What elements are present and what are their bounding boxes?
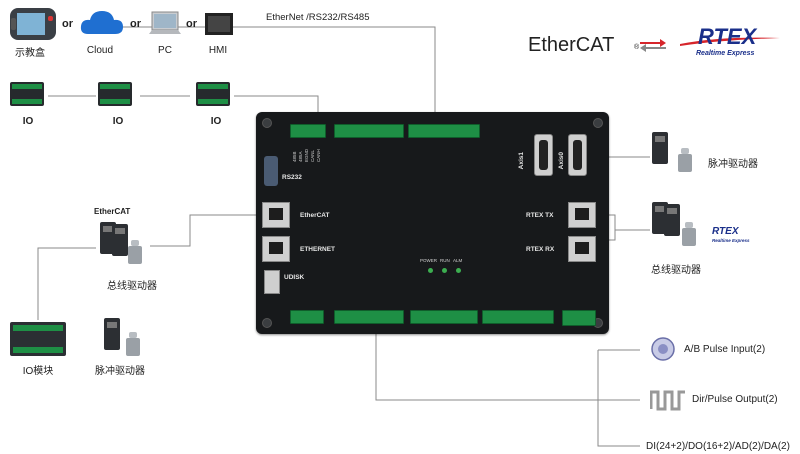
rs485-can-terminal: [290, 124, 326, 138]
axis0-label: Axis0: [558, 152, 565, 170]
rs232-label: RS232: [282, 174, 302, 181]
pc-label: PC: [158, 45, 172, 56]
udisk-label: UDISK: [284, 274, 305, 281]
right-bus-driver-label: 总线驱动器: [651, 265, 701, 276]
ethernet-port-label: ETHERNET: [300, 246, 336, 253]
or-label-1: or: [62, 18, 73, 30]
input-terminal-b: [410, 310, 478, 324]
axis0-connector[interactable]: [568, 134, 587, 176]
axis1-connector[interactable]: [534, 134, 553, 176]
ethercat-port-label: EtherCAT: [300, 212, 330, 219]
dir-pulse-label: Dir/Pulse Output(2): [692, 394, 778, 405]
led-alm-label: ALM: [453, 258, 463, 263]
ethercat-arrows-icon: [640, 39, 666, 52]
rtex-tx-label: RTEX TX: [526, 212, 554, 219]
rtex-tx-port[interactable]: [568, 202, 596, 228]
rtex-tx-rx-link: [605, 214, 616, 241]
right-pulse-driver-image: [652, 132, 696, 180]
left-pulse-driver-image: [104, 318, 144, 358]
ethercat-port[interactable]: [262, 202, 290, 228]
input-terminal-c: [482, 310, 554, 324]
rtex-small-logo: RTEX: [712, 226, 739, 237]
left-bus-driver-label: 总线驱动器: [107, 281, 157, 292]
analog-terminal: [290, 310, 324, 324]
cloud-icon: [78, 6, 126, 40]
output-terminal-a: [334, 124, 404, 138]
input-terminal-a: [334, 310, 404, 324]
or-label-3: or: [186, 18, 197, 30]
io-module-wire: [37, 247, 96, 320]
udisk-port[interactable]: [264, 270, 280, 294]
hmi-label: HMI: [208, 45, 228, 56]
ethercat-logo: EtherCAT ®: [528, 34, 668, 60]
io-device-2: [98, 82, 132, 106]
rtex-logo-text: RTEX: [698, 24, 757, 49]
dido-label: DI(24+2)/DO(16+2)/AD(2)/DA(2): [646, 441, 790, 452]
rs485-pins-label: 485B 485A EGND CANL CANH: [292, 148, 321, 162]
left-bus-driver-image: [100, 222, 146, 268]
comm-protocol-label: EtherNet /RS232/RS485: [266, 12, 370, 23]
teach-pendant-label: 示教盒: [15, 48, 45, 59]
led-run: [442, 268, 447, 273]
rtex-small-logo-sub: Realtime Express: [712, 238, 750, 243]
ab-pulse-label: A/B Pulse Input(2): [684, 344, 766, 355]
ethercat-wire: [150, 214, 270, 247]
laptop-icon: [148, 10, 182, 38]
comm-wire: [119, 26, 436, 122]
led-alm: [456, 268, 461, 273]
hmi-icon: [204, 12, 234, 38]
rs232-port[interactable]: [264, 156, 278, 186]
right-pulse-driver-label: 脉冲驱动器: [708, 159, 758, 170]
ethercat-small-logo: EtherCAT: [94, 207, 131, 216]
dido-wire: [597, 350, 640, 447]
cloud-label: Cloud: [86, 45, 114, 56]
ethercat-logo-reg: ®: [634, 44, 640, 51]
io-device-1: [10, 82, 44, 106]
pulse-wave-icon: [649, 389, 686, 411]
left-pulse-driver-label: 脉冲驱动器: [95, 366, 145, 377]
rtex-rx-port[interactable]: [568, 236, 596, 262]
ethercat-logo-text: EtherCAT: [528, 34, 615, 56]
io-label-1: IO: [22, 116, 34, 127]
axis1-label: Axis1: [518, 152, 525, 170]
io-module-image: [10, 322, 66, 356]
led-power-label: POWER: [420, 258, 438, 263]
rtex-logo: RTEX Realtime Express: [680, 24, 780, 64]
led-power: [428, 268, 433, 273]
led-run-label: RUN: [440, 258, 450, 263]
ethernet-port[interactable]: [262, 236, 290, 262]
right-bus-driver-image: [652, 202, 702, 252]
io-device-3: [196, 82, 230, 106]
or-label-2: or: [130, 18, 141, 30]
io-module-label: IO模块: [22, 366, 54, 377]
motion-controller: 485B 485A EGND CANL CANH RS232 Axis1 Axi…: [256, 112, 609, 334]
rtex-logo-subtext: Realtime Express: [696, 50, 755, 57]
output-terminal-b: [408, 124, 480, 138]
io-label-3: IO: [210, 116, 222, 127]
rtex-rx-label: RTEX RX: [526, 246, 555, 253]
encoder-icon: [650, 336, 676, 362]
rtex-swoosh-icon: [680, 37, 780, 46]
io-label-2: IO: [112, 116, 124, 127]
teach-pendant-image: [8, 6, 58, 42]
power-terminal: [562, 310, 596, 326]
